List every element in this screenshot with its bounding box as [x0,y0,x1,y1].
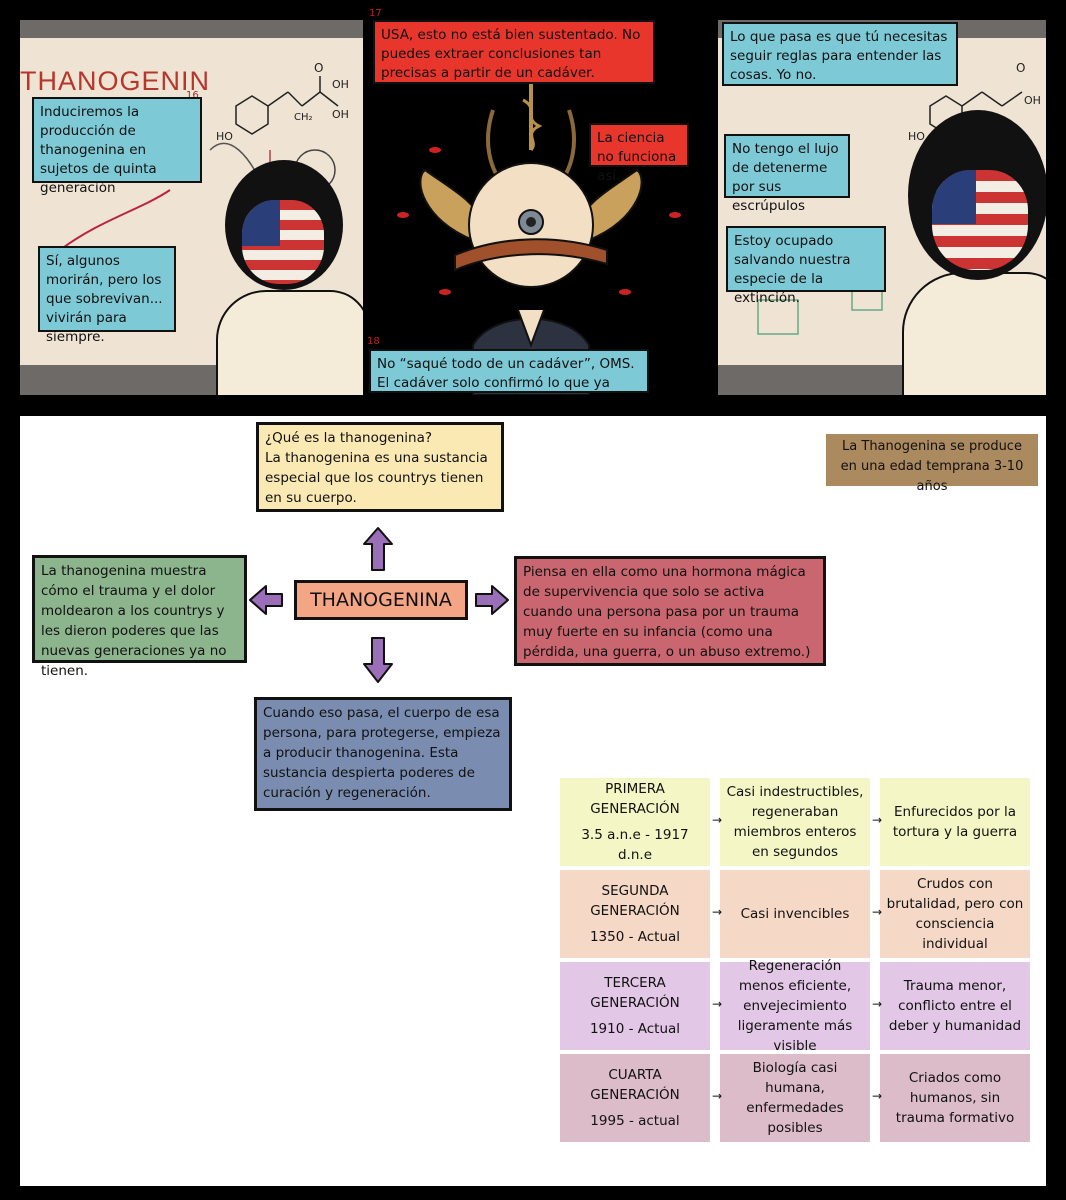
character-coat [902,272,1046,395]
character-flag-face [932,170,1028,270]
generation-period: 1350 - Actual [589,929,681,945]
generation-row: PRIMERA GENERACIÓN 3.5 a.n.e - 1917 d.n.e… [560,778,1032,866]
board-title: THANOGENIN [20,66,211,96]
diagram-arrows [249,527,509,683]
diagram-center-box: THANOGENINA [294,580,468,620]
diagram-left-box: La thanogenina muestra cómo el trauma y … [32,555,247,679]
generation-nature: Criados como humanos, sin trauma formati… [880,1054,1030,1142]
generation-row: CUARTA GENERACIÓN 1995 - actual Biología c… [560,1054,1032,1142]
diagram-top-box: ¿Qué es la thanogenina? La thanogenina e… [256,422,504,512]
generation-nature: Enfurecidos por la tortura y la guerra [880,778,1030,866]
generations-table: PRIMERA GENERACIÓN 3.5 a.n.e - 1917 d.n.e… [560,778,1032,1142]
diagram-bottom-box: Cuando eso pasa, el cuerpo de esa person… [254,697,512,811]
generation-name-cell: TERCERA GENERACIÓN 1910 - Actual [560,962,710,1050]
arrow-right-icon: → [712,1089,723,1103]
panel-number: 19 [942,20,955,23]
svg-text:OH: OH [1024,94,1041,107]
arrow-down-icon [363,637,393,683]
speech-bubble-18: No “saqué todo de un cadáver”, OMS. El c… [369,349,649,395]
arrow-left-icon [249,585,283,615]
svg-text:HO: HO [908,130,925,143]
arrow-right-icon: → [712,997,723,1011]
generation-trait: Regeneración menos eficiente, envejecimi… [720,958,870,1054]
generation-name: CUARTA GENERACIÓN [590,1067,680,1103]
generation-name: PRIMERA GENERACIÓN [590,781,680,817]
panel-number: 18 [367,336,380,347]
character-flag-face [242,200,324,284]
board-frame-top [20,20,363,38]
info-sheet: ¿Qué es la thanogenina? La thanogenina e… [20,416,1046,1186]
speech-bubble-19c: Estoy ocupado salvando nuestra especie d… [726,226,886,306]
comic-panel-left: THANOGENIN O OH OH CH₂ HO 16 Induciremos… [20,20,363,395]
speech-bubble-19: Lo que pasa es que tú necesitas seguir r… [722,22,958,86]
svg-text:HO: HO [216,130,233,143]
generation-row: TERCERA GENERACIÓN 1910 - Actual Regenerac… [560,958,1032,1054]
arrow-right-icon: → [872,1089,883,1103]
arrow-right-icon: → [712,905,723,919]
arrow-right-icon: → [872,905,883,919]
generation-name-cell: PRIMERA GENERACIÓN 3.5 a.n.e - 1917 d.n.e [560,778,710,866]
generation-period: 1910 - Actual [589,1021,681,1037]
panel-number: 16 [186,90,199,101]
generation-nature: Trauma menor, conflicto entre el deber y… [880,962,1030,1050]
generation-trait: Casi indestructibles, regeneraban miembr… [720,778,870,866]
generation-name: TERCERA GENERACIÓN [590,975,680,1011]
svg-text:O: O [1016,61,1025,75]
comic-panel-right: O OH HO 19 Lo que pasa es que tú necesit… [718,20,1046,395]
diagram-note-box: La Thanogenina se produce en una edad te… [826,434,1038,494]
speech-bubble-17b: La ciencia no funciona así. [589,123,689,184]
generation-row: SEGUNDA GENERACIÓN 1350 - Actual Casi inve… [560,870,1032,958]
svg-text:O: O [314,61,323,75]
generation-trait: Casi invencibles [720,870,870,958]
arrow-right-icon [475,585,509,615]
diagram-right-box: Piensa en ella como una hormona mágica d… [514,556,826,666]
svg-text:CH₂: CH₂ [294,112,313,123]
speech-bubble-16b: Sí, algunos morirán, pero los que sobrev… [38,246,176,345]
board-molecule-drawing: O OH OH CH₂ HO [59,61,349,251]
arrow-right-icon: → [872,813,883,827]
panel-number: 17 [369,8,382,19]
generation-period: 1995 - actual [590,1113,680,1129]
generation-name-cell: SEGUNDA GENERACIÓN 1350 - Actual [560,870,710,958]
arrow-up-icon [363,527,393,571]
comic-panel-center: 17 USA, esto no está bien sustentado. No… [363,0,699,395]
arrow-right-icon: → [712,813,723,827]
speech-bubble-17: USA, esto no está bien sustentado. No pu… [373,20,655,84]
svg-text:OH: OH [332,108,349,121]
generation-nature: Crudos con brutalidad, pero con conscien… [880,870,1030,958]
arrow-right-icon: → [872,997,883,1011]
generation-trait: Biología casi humana, enfermedades posib… [720,1054,870,1142]
speech-bubble-16: Induciremos la producción de thanogenina… [32,97,202,196]
character-coat [216,290,363,395]
svg-text:OH: OH [332,78,349,91]
generation-name-cell: CUARTA GENERACIÓN 1995 - actual [560,1054,710,1142]
generation-period: 3.5 a.n.e - 1917 d.n.e [581,827,689,863]
speech-bubble-19b: No tengo el lujo de detenerme por sus es… [724,134,850,214]
generation-name: SEGUNDA GENERACIÓN [590,883,680,919]
